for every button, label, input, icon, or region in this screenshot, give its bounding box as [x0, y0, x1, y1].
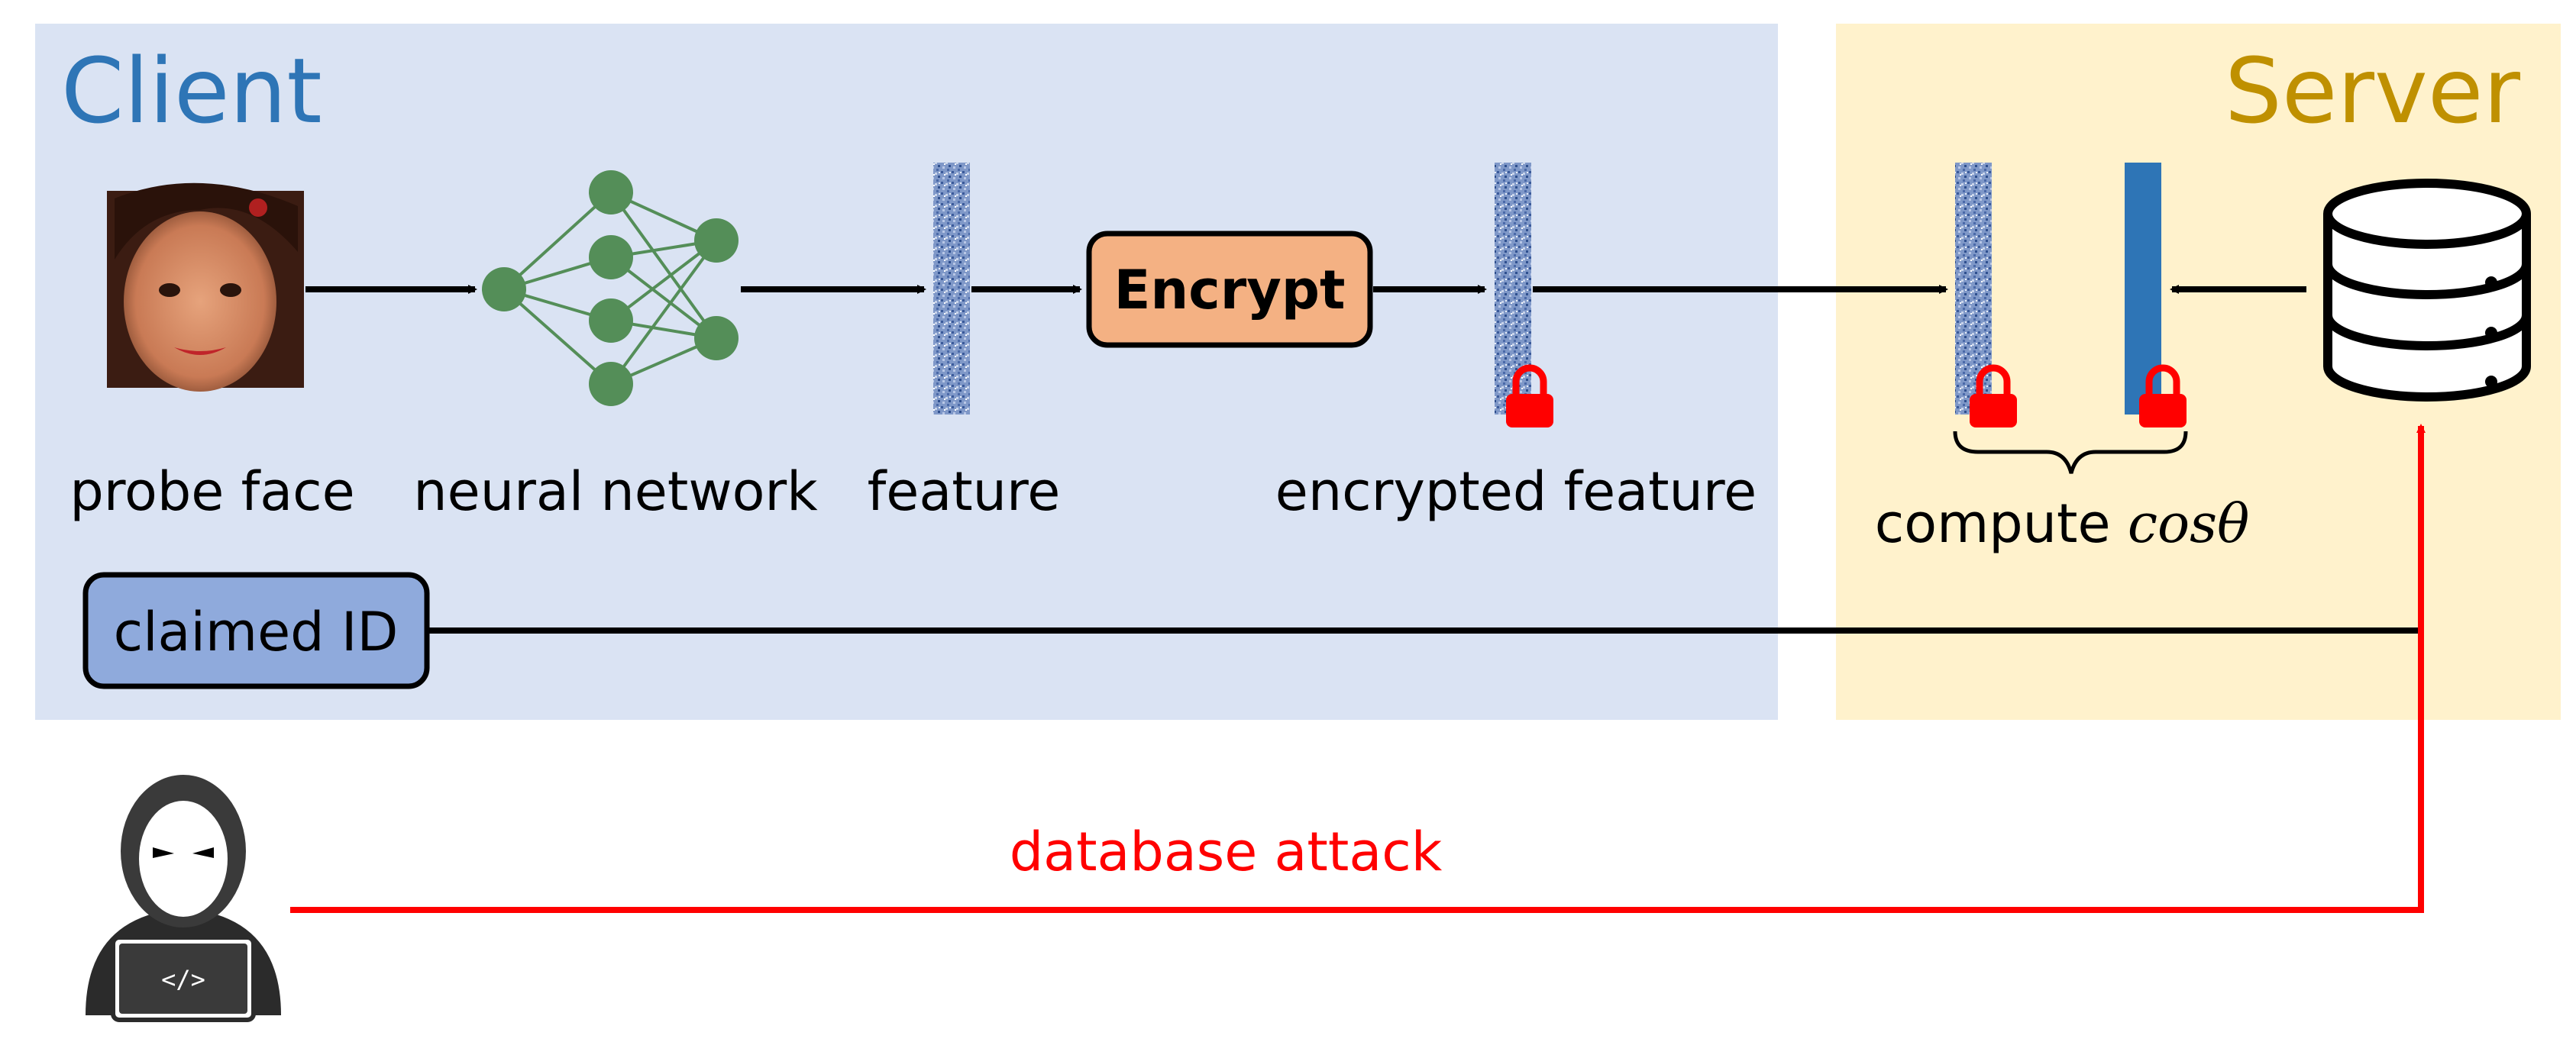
hacker-icon: </>	[86, 775, 281, 1022]
laptop-code-text: </>	[161, 965, 205, 994]
compute-label: compute cosθ	[1875, 492, 2250, 555]
flow-arrows	[305, 285, 2421, 634]
server-title: Server	[2225, 38, 2520, 144]
encrypt-box	[1086, 231, 1373, 348]
neural-network-label: neural network	[413, 460, 818, 523]
encrypted-feature-vector	[1495, 163, 1531, 415]
probe-face-label: probe face	[69, 460, 354, 523]
claimed-id-box	[82, 572, 430, 689]
probe-face-image	[107, 182, 304, 392]
database-icon	[2323, 179, 2531, 402]
lock-icon	[1506, 364, 1553, 427]
encrypted-feature-label: encrypted feature	[1275, 460, 1757, 523]
feature-label: feature	[868, 460, 1061, 523]
stored-feature-vector	[2125, 163, 2161, 415]
feature-vector	[933, 163, 970, 415]
encrypted-probe-feature	[1955, 163, 1992, 415]
lock-icon	[1970, 364, 2017, 427]
lock-icon	[2139, 364, 2187, 427]
claimed-id-label: claimed ID	[114, 601, 399, 663]
compute-brace	[1953, 431, 2188, 474]
client-title: Client	[61, 38, 322, 144]
database-attack-arrow	[290, 424, 2426, 913]
neural-network-icon	[482, 170, 739, 406]
encrypt-label: Encrypt	[1114, 259, 1346, 321]
database-attack-label: database attack	[1010, 821, 1443, 883]
